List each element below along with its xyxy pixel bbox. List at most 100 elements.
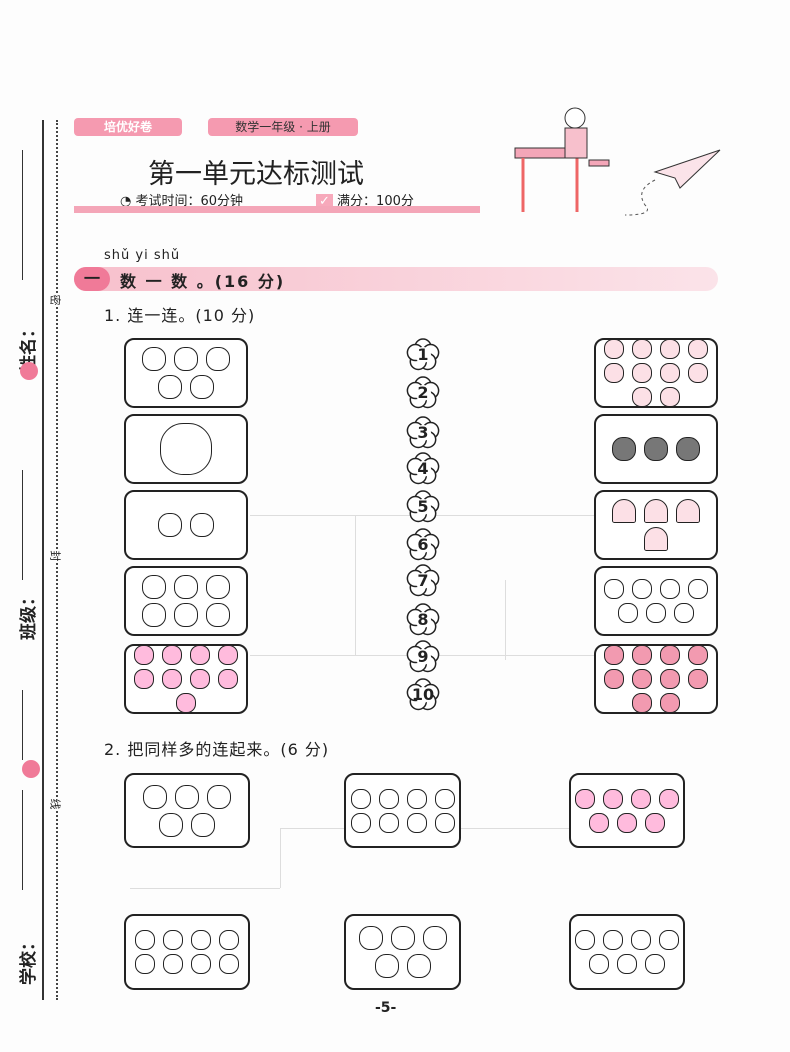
apple-icon [688, 579, 708, 599]
pineapple-icon [612, 437, 636, 461]
fish-icon [219, 930, 239, 950]
pink-dot [20, 362, 38, 380]
number-flower[interactable]: 6 [406, 528, 440, 562]
cows-picture-box[interactable] [124, 490, 248, 560]
brand-tag: 培优好卷 [74, 118, 182, 136]
strawberrie-icon [660, 693, 680, 713]
dog-icon [206, 575, 230, 599]
goats-picture-box[interactable] [124, 338, 248, 408]
rooster-icon [162, 669, 182, 689]
roosters-picture-box[interactable] [124, 644, 248, 714]
apple-icon [604, 579, 624, 599]
pineapples-picture-box[interactable] [594, 414, 718, 484]
strawberrie-icon [632, 693, 652, 713]
school-blank [22, 790, 23, 890]
number-flower[interactable]: 9 [406, 640, 440, 674]
section-number: 一 [74, 267, 110, 291]
bone-icon [631, 930, 651, 950]
bugs-picture-box[interactable] [344, 914, 461, 990]
page-title: 第一单元达标测试 [148, 159, 364, 190]
class-blank [22, 470, 23, 580]
margin-line [42, 120, 44, 1000]
flower-icon [406, 603, 440, 636]
elephant-picture-box[interactable] [124, 414, 248, 484]
number-flower[interactable]: 4 [406, 452, 440, 486]
number-flower[interactable]: 2 [406, 376, 440, 410]
flower-icon [406, 416, 440, 449]
number-flower[interactable]: 3 [406, 416, 440, 450]
rooster-icon [603, 788, 623, 809]
number-label: 8 [417, 610, 429, 629]
bug-icon [422, 926, 447, 950]
peache-icon [604, 363, 624, 383]
question-1-label: 1. 连一连。(10 分) [104, 306, 256, 325]
cats-picture-box[interactable] [344, 773, 461, 848]
dog-icon [143, 784, 167, 809]
dogs-picture-box[interactable] [124, 773, 250, 848]
pineapple-icon [644, 437, 668, 461]
bone-icon [575, 930, 595, 950]
flower-icon [406, 338, 440, 371]
number-label: 6 [417, 535, 429, 554]
number-label: 10 [411, 685, 435, 704]
dogs-picture-box[interactable] [124, 566, 248, 636]
rooster-icon [659, 788, 679, 809]
peache-icon [660, 387, 680, 407]
fish-picture-box[interactable] [124, 914, 250, 990]
number-flower[interactable]: 7 [406, 564, 440, 598]
dog-icon [206, 603, 230, 627]
bone-icon [617, 954, 637, 974]
rooster-icon [176, 693, 196, 713]
banana-icon [644, 499, 668, 523]
rooster-icon [162, 645, 182, 665]
apples-picture-box[interactable] [594, 566, 718, 636]
full-score: ✓ 满分：100分 [316, 190, 414, 209]
fish-icon [191, 954, 211, 974]
apple-icon [632, 579, 652, 599]
strawberrie-icon [632, 645, 652, 665]
number-flower[interactable]: 10 [406, 678, 440, 712]
dog-icon [207, 784, 231, 809]
bones-picture-box[interactable] [569, 914, 685, 990]
pinyin: shǔ yi shǔ [104, 248, 181, 263]
number-label: 5 [417, 497, 429, 516]
dog-icon [174, 575, 198, 599]
clock-icon: ◔ [120, 194, 136, 209]
bananas-picture-box[interactable] [594, 490, 718, 560]
page-number: -5- [375, 1000, 397, 1016]
school-label: 学校： [19, 934, 39, 985]
cat-icon [378, 812, 399, 833]
number-flower[interactable]: 8 [406, 603, 440, 637]
fish-icon [191, 930, 211, 950]
banana-icon [612, 499, 636, 523]
seal-char: 封 [47, 550, 64, 562]
roosters-picture-box[interactable] [569, 773, 685, 848]
number-flower[interactable]: 5 [406, 490, 440, 524]
peache-icon [660, 339, 680, 359]
bone-icon [645, 954, 665, 974]
strawberries-picture-box[interactable] [594, 644, 718, 714]
strawberrie-icon [688, 669, 708, 689]
goat-icon [158, 375, 182, 399]
school-blank-top [22, 690, 23, 760]
exam-time-text: 考试时间：60分钟 [135, 194, 244, 209]
peaches-picture-box[interactable] [594, 338, 718, 408]
apple-icon [646, 603, 666, 623]
number-flower[interactable]: 1 [406, 338, 440, 372]
banana-icon [676, 499, 700, 523]
fish-icon [135, 930, 155, 950]
bone-icon [589, 954, 609, 974]
cat-icon [406, 812, 427, 833]
rooster-icon [134, 669, 154, 689]
rooster-icon [589, 812, 609, 833]
number-label: 1 [417, 345, 429, 364]
cow-icon [158, 513, 182, 537]
rooster-icon [631, 788, 651, 809]
peache-icon [688, 363, 708, 383]
flower-icon [406, 528, 440, 561]
peache-icon [632, 387, 652, 407]
flower-icon [406, 678, 440, 711]
exam-time: ◔ 考试时间：60分钟 [120, 190, 243, 209]
strawberrie-icon [604, 645, 624, 665]
